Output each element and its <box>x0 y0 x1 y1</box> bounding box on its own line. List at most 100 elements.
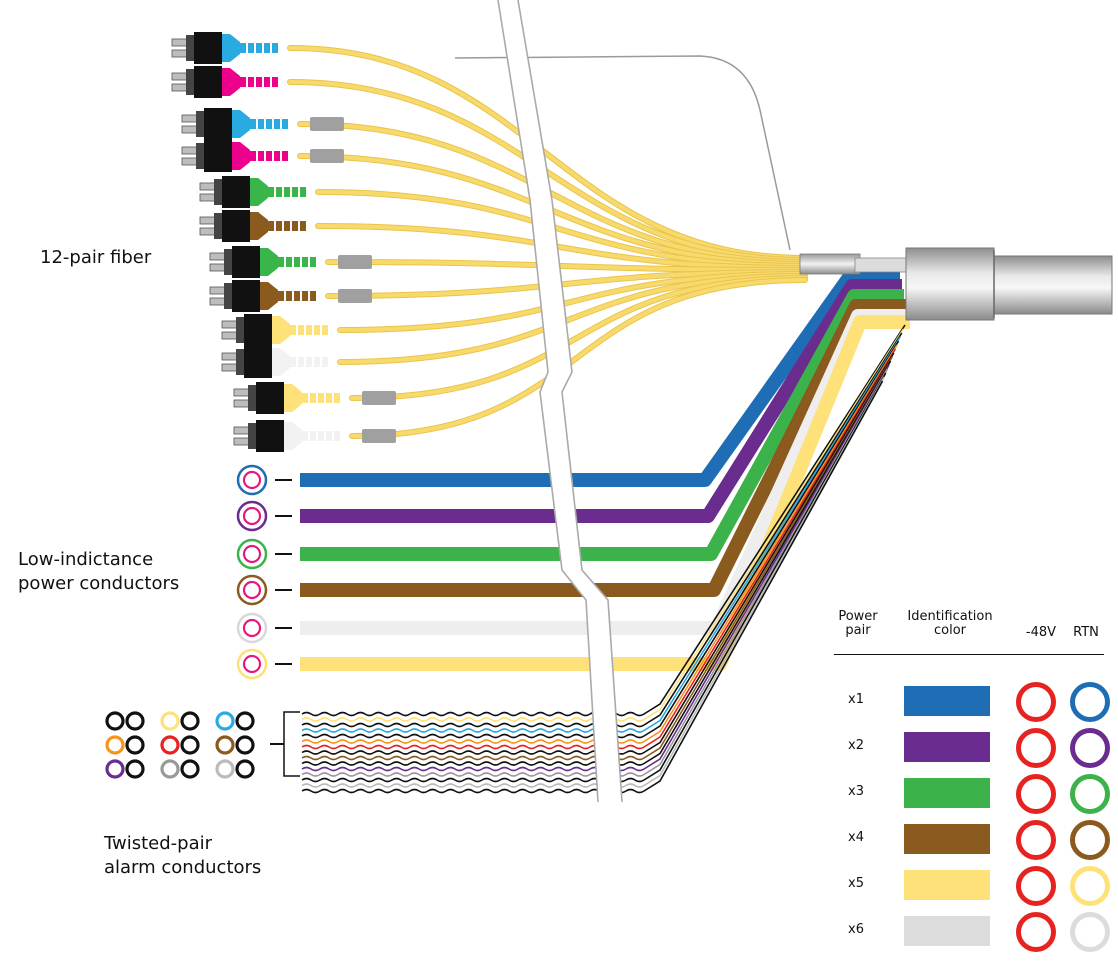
boot-segment <box>310 291 316 301</box>
boot-segment <box>264 77 270 87</box>
fiber-connector <box>199 176 306 208</box>
break-gap <box>498 0 622 802</box>
legend-color-swatch <box>904 778 990 808</box>
legend-row-label: x2 <box>848 738 864 753</box>
connector-clip <box>236 349 246 375</box>
boot-segment <box>326 393 332 403</box>
connector-boot <box>260 248 278 276</box>
fiber-connector <box>171 66 278 98</box>
neg48v-ring <box>1016 866 1056 906</box>
fiber-strand <box>316 190 807 268</box>
rtn-ring <box>1070 866 1110 906</box>
boot-segment <box>258 151 264 161</box>
connector-boot <box>250 212 268 240</box>
connector-body <box>204 108 232 140</box>
alarm-wire <box>301 376 885 788</box>
ferrule <box>171 38 189 47</box>
boot-segment <box>248 77 254 87</box>
neg48v-ring <box>1016 682 1056 722</box>
ferrule <box>181 157 199 166</box>
alarm-wire <box>301 348 897 750</box>
connector-body <box>194 66 222 98</box>
ferrule <box>209 297 227 306</box>
alarm-wire <box>301 352 895 755</box>
fiber-connector <box>209 246 372 278</box>
boot-segment <box>300 187 306 197</box>
ferrule <box>209 252 227 261</box>
neg48v-ring <box>1016 728 1056 768</box>
boot-segment <box>310 431 316 441</box>
ferrule <box>209 286 227 295</box>
header-power-pair: Power pair <box>826 610 890 638</box>
legend-color-swatch <box>904 916 990 946</box>
boot-segment <box>306 325 312 335</box>
fiber-connector <box>181 108 344 140</box>
boot-segment <box>276 221 282 231</box>
alarm-ring <box>235 711 255 731</box>
fiber-strand <box>338 272 807 332</box>
legend-divider <box>834 654 1104 655</box>
connector-body <box>222 210 250 242</box>
alarm-ring <box>160 735 180 755</box>
rtn-ring <box>1070 820 1110 860</box>
boot-segment <box>306 357 312 367</box>
ferrule <box>209 263 227 272</box>
boot-segment <box>276 187 282 197</box>
connector-body <box>232 246 260 278</box>
splice-sleeve <box>338 255 372 269</box>
fiber-label: 12-pair fiber <box>40 247 152 268</box>
alarm-wire <box>301 380 884 794</box>
boot-segment <box>302 257 308 267</box>
alarm-ring <box>160 759 180 779</box>
connector-body <box>232 280 260 312</box>
fiber-connector <box>181 140 344 172</box>
splice-sleeve <box>338 289 372 303</box>
alarm-ring <box>125 711 145 731</box>
boot-segment <box>318 431 324 441</box>
boot-segment <box>314 357 320 367</box>
connector-clip <box>196 143 206 169</box>
connector-clip <box>186 69 196 95</box>
power-conductor <box>300 299 906 597</box>
ferrule <box>221 352 239 361</box>
connector-boot <box>272 316 290 344</box>
header-power-pair-line1: Power <box>838 609 878 624</box>
boot-segment <box>334 431 340 441</box>
alarm-wire <box>301 332 903 728</box>
legend-color-swatch <box>904 686 990 716</box>
alarm-wire <box>301 364 890 772</box>
fiber-connector <box>233 382 396 414</box>
header-id-color: Identification color <box>890 610 1010 638</box>
boot-segment <box>294 291 300 301</box>
boot-segment <box>326 431 332 441</box>
cable-boot <box>905 247 995 321</box>
boot-segment <box>322 325 328 335</box>
connector-clip <box>248 423 258 449</box>
alarm-wire <box>301 328 905 722</box>
boot-segment <box>240 77 246 87</box>
alarm-ring <box>105 711 125 731</box>
header-rtn: RTN <box>1073 625 1099 640</box>
power-ring-inner <box>242 544 262 564</box>
alarm-bracket <box>283 711 300 777</box>
boot-segment <box>310 257 316 267</box>
alarm-wire <box>301 360 892 766</box>
ferrule <box>199 216 217 225</box>
power-conductor <box>300 289 904 561</box>
alarm-ring <box>215 711 235 731</box>
boot-segment <box>298 325 304 335</box>
boot-segment <box>300 221 306 231</box>
break-line-left <box>497 0 599 803</box>
alarm-ring <box>215 759 235 779</box>
alarm-ring <box>105 735 125 755</box>
ferrule <box>221 320 239 329</box>
boot-segment <box>282 151 288 161</box>
connector-clip <box>214 213 224 239</box>
connector-clip <box>248 385 258 411</box>
boot-segment <box>278 291 284 301</box>
connector-clip <box>196 111 206 137</box>
ferrule <box>233 426 251 435</box>
header-power-pair-line2: pair <box>845 623 871 638</box>
